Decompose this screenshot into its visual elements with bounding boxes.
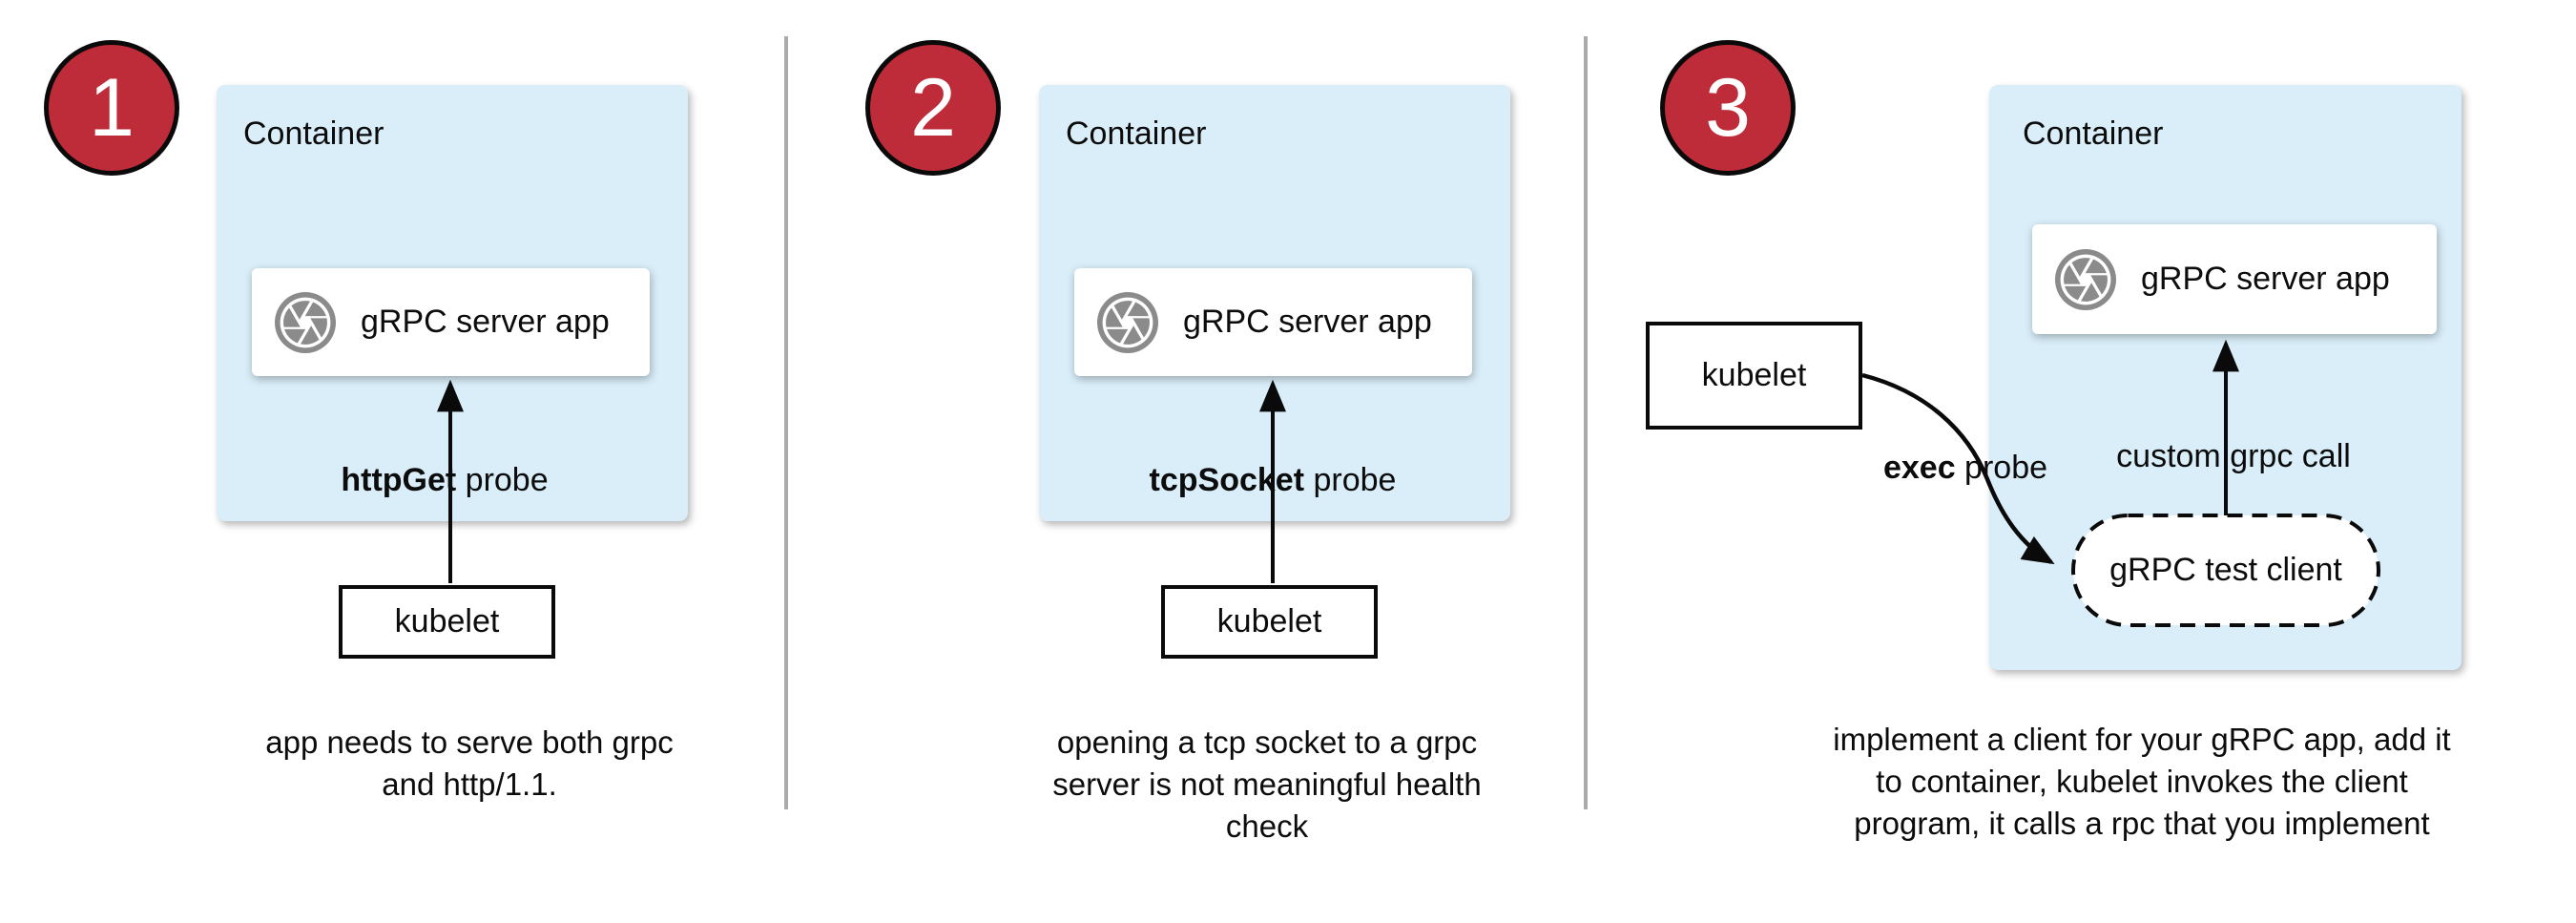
- probe-label-1: httpGet probe: [341, 462, 549, 498]
- aperture-icon: [1097, 291, 1158, 353]
- probe-label-2: tcpSocket probe: [1149, 462, 1397, 498]
- panel-divider-2: [1584, 36, 1588, 809]
- grpc-server-app-label-2: gRPC server app: [1183, 304, 1432, 340]
- kubelet-label-3: kubelet: [1701, 357, 1807, 393]
- grpc-server-app-label-3: gRPC server app: [2141, 261, 2390, 297]
- step-1-badge: 1: [44, 40, 179, 176]
- step-3-badge: 3: [1660, 40, 1796, 176]
- step-2-badge: 2: [865, 40, 1001, 176]
- aperture-icon: [2055, 248, 2116, 310]
- kubelet-label-1: kubelet: [394, 603, 500, 640]
- grpc-test-client-label: gRPC test client: [2109, 552, 2342, 588]
- step-3-number: 3: [1705, 62, 1751, 154]
- container-label-1: Container: [243, 115, 384, 152]
- kubelet-label-2: kubelet: [1216, 603, 1322, 640]
- caption-1: app needs to serve both grpc and http/1.…: [265, 724, 674, 802]
- container-label-2: Container: [1066, 115, 1207, 152]
- caption-2: opening a tcp socket to a grpc server is…: [1052, 724, 1482, 844]
- step-2-number: 2: [910, 62, 956, 154]
- custom-grpc-call-label: custom grpc call: [2116, 438, 2351, 474]
- panel-divider-1: [784, 36, 788, 809]
- grpc-server-app-box-1: gRPC server app: [252, 268, 650, 376]
- kubelet-box-2: kubelet: [1161, 585, 1378, 659]
- kubelet-box-3: kubelet: [1646, 322, 1862, 430]
- container-label-3: Container: [2023, 115, 2164, 152]
- kubelet-box-1: kubelet: [339, 585, 555, 659]
- probe-label-3: exec probe: [1882, 450, 2048, 486]
- aperture-icon: [275, 291, 336, 353]
- grpc-server-app-box-3: gRPC server app: [2032, 224, 2437, 334]
- caption-3: implement a client for your gRPC app, ad…: [1833, 722, 2451, 841]
- step-1-number: 1: [89, 62, 135, 154]
- grpc-server-app-label-1: gRPC server app: [361, 304, 610, 340]
- grpc-server-app-box-2: gRPC server app: [1074, 268, 1472, 376]
